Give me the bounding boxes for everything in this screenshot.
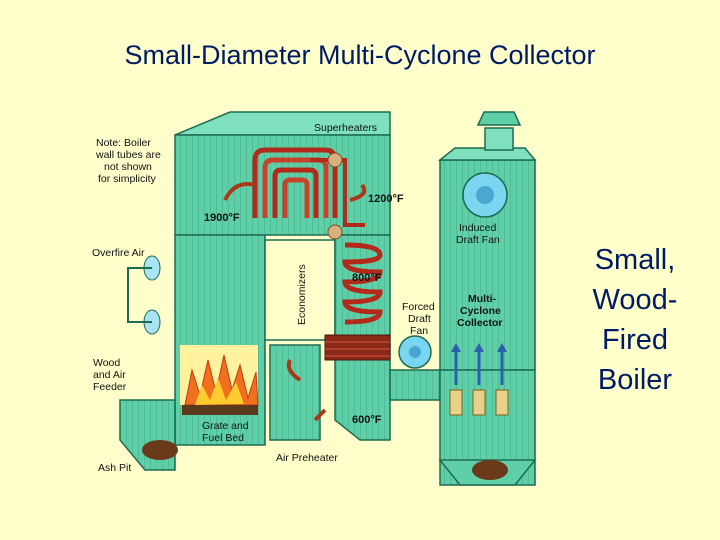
- temp-1900-label: 1900°F: [204, 212, 240, 224]
- ash-pit-label: Ash Pit: [98, 462, 131, 474]
- temp-1200-label: 1200°F: [368, 193, 404, 205]
- forced-draft-fan-icon: [398, 335, 432, 369]
- note-line: for simplicity: [98, 173, 157, 185]
- temp-800-label: 800°F: [352, 272, 382, 284]
- note-line: not shown: [104, 161, 152, 173]
- overfire-air-label: Overfire Air: [92, 247, 145, 259]
- feeder-label: Feeder: [93, 381, 127, 393]
- temp-600-label: 600°F: [352, 414, 382, 426]
- induced-fan-label: Induced: [459, 222, 497, 234]
- multi-cyclone-label: Collector: [457, 317, 503, 329]
- overfire-air-nozzles: [127, 255, 161, 335]
- forced-fan-label: Fan: [410, 325, 428, 337]
- forced-fan-label: Draft: [408, 313, 431, 325]
- note-line: wall tubes are: [95, 149, 161, 161]
- flow-arrows: [223, 182, 367, 422]
- side-caption: Small, Wood- Fired Boiler: [560, 240, 710, 400]
- side-caption-line: Fired: [601, 324, 669, 356]
- air-preheater: [324, 334, 391, 361]
- side-caption-line: Wood-: [592, 284, 678, 316]
- cyclone-tubes: [449, 343, 509, 480]
- multi-cyclone-label: Cyclone: [460, 305, 501, 317]
- note-line: Note: Boiler: [96, 137, 151, 149]
- furnace-fire: [180, 345, 259, 415]
- boiler-shell: [119, 111, 441, 471]
- economizers-label: Economizers: [296, 264, 308, 325]
- economizer-tubes: [342, 242, 383, 325]
- side-caption-line: Small,: [594, 244, 676, 276]
- induced-fan-label: Draft Fan: [456, 234, 500, 246]
- superheaters-label: Superheaters: [314, 122, 377, 134]
- grate-label: Grate and: [202, 420, 249, 432]
- grate-label: Fuel Bed: [202, 432, 244, 444]
- multi-cyclone-label: Multi-: [468, 293, 496, 305]
- slide-title: Small-Diameter Multi-Cyclone Collector: [124, 40, 596, 70]
- feeder-label: Wood: [93, 357, 120, 369]
- side-caption-line: Boiler: [597, 364, 673, 396]
- forced-fan-label: Forced: [402, 301, 435, 313]
- induced-draft-fan-icon: [462, 172, 508, 218]
- air-preheater-label: Air Preheater: [276, 452, 338, 464]
- superheater-tubes: [252, 147, 365, 240]
- ash-pile: [142, 440, 178, 460]
- feeder-label: and Air: [93, 369, 126, 381]
